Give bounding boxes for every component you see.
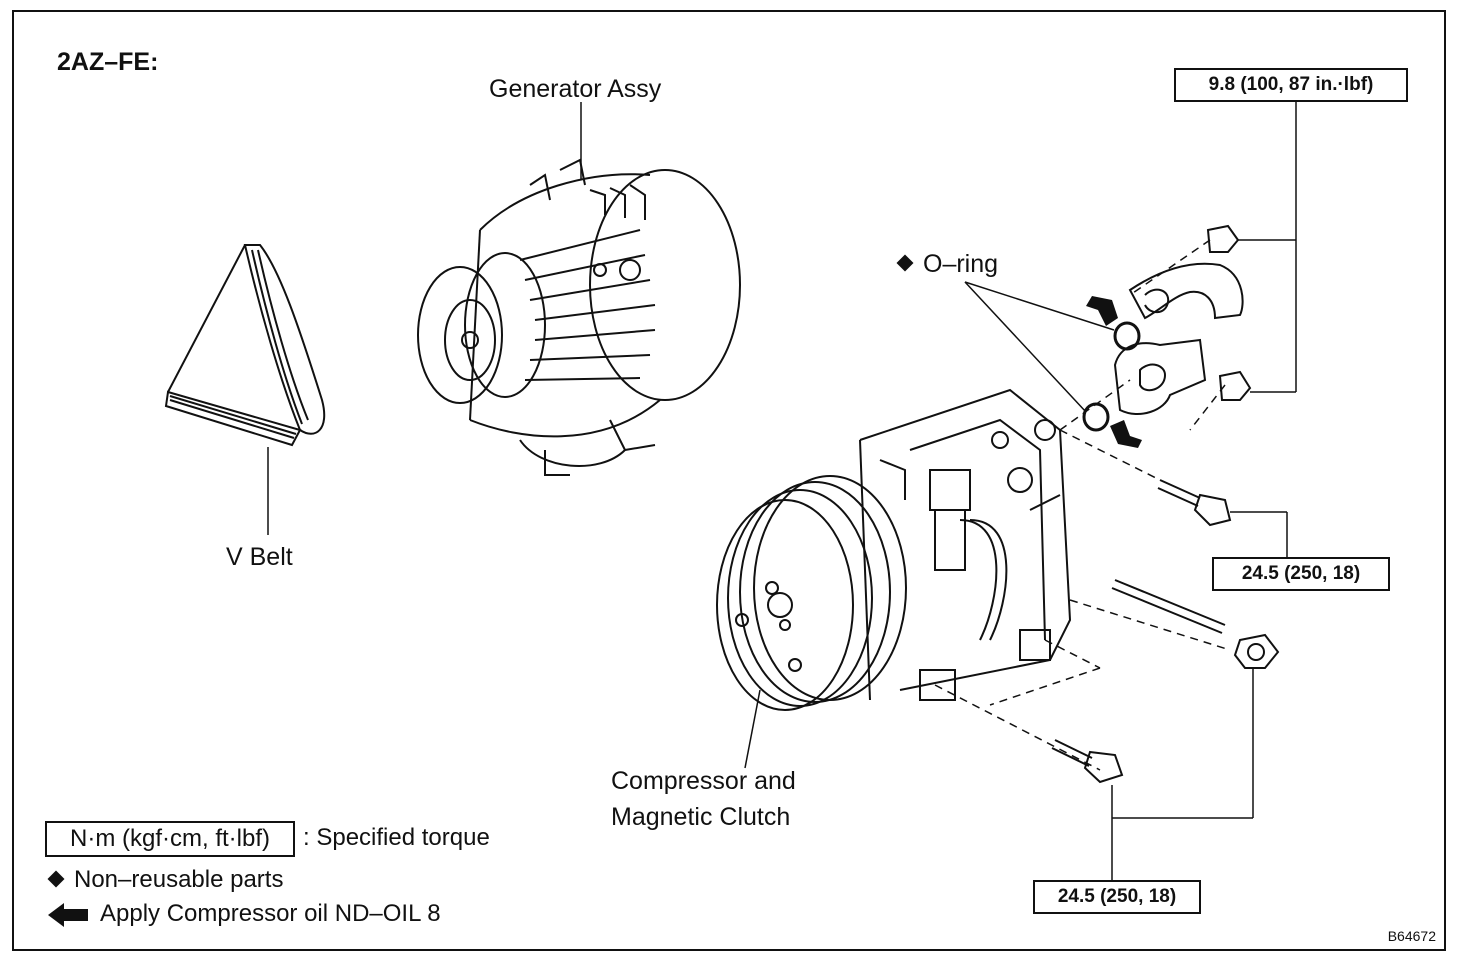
diamond-icon xyxy=(896,254,914,272)
generator-drawing xyxy=(417,158,741,476)
hose-fittings-drawing xyxy=(1051,224,1280,784)
legend-torque-box: N·m (kgf·cm, ft·lbf) xyxy=(45,821,295,857)
legend-nonreusable: Non–reusable parts xyxy=(47,866,284,893)
compressor-drawing xyxy=(716,388,1072,711)
legend-torque-desc: : Specified torque xyxy=(303,824,490,851)
o-ring-label: O–ring xyxy=(896,250,999,278)
generator-label: Generator Assy xyxy=(489,75,662,103)
engine-label: 2AZ–FE: xyxy=(57,48,159,76)
torque-box-lower-bolts: 24.5 (250, 18) xyxy=(1033,880,1201,914)
legend-nonreusable-text: Non–reusable parts xyxy=(74,866,284,893)
compressor-label-line2: Magnetic Clutch xyxy=(611,803,791,831)
v-belt-label: V Belt xyxy=(226,543,293,571)
diagram-frame xyxy=(12,10,1446,951)
legend-apply-oil-text: Apply Compressor oil ND–OIL 8 xyxy=(100,900,441,927)
v-belt-drawing xyxy=(164,244,326,447)
arrow-left-icon xyxy=(48,902,88,927)
compressor-label-line1: Compressor and xyxy=(611,767,796,795)
o-ring-text: O–ring xyxy=(923,250,999,278)
oil-arrows xyxy=(1086,296,1142,448)
torque-box-hose-bolts: 9.8 (100, 87 in.·lbf) xyxy=(1174,68,1408,102)
legend-apply-oil: Apply Compressor oil ND–OIL 8 xyxy=(48,902,441,927)
torque-box-upper-bolt: 24.5 (250, 18) xyxy=(1212,557,1390,591)
diamond-icon xyxy=(47,870,65,888)
figure-code: B64672 xyxy=(1387,928,1436,944)
